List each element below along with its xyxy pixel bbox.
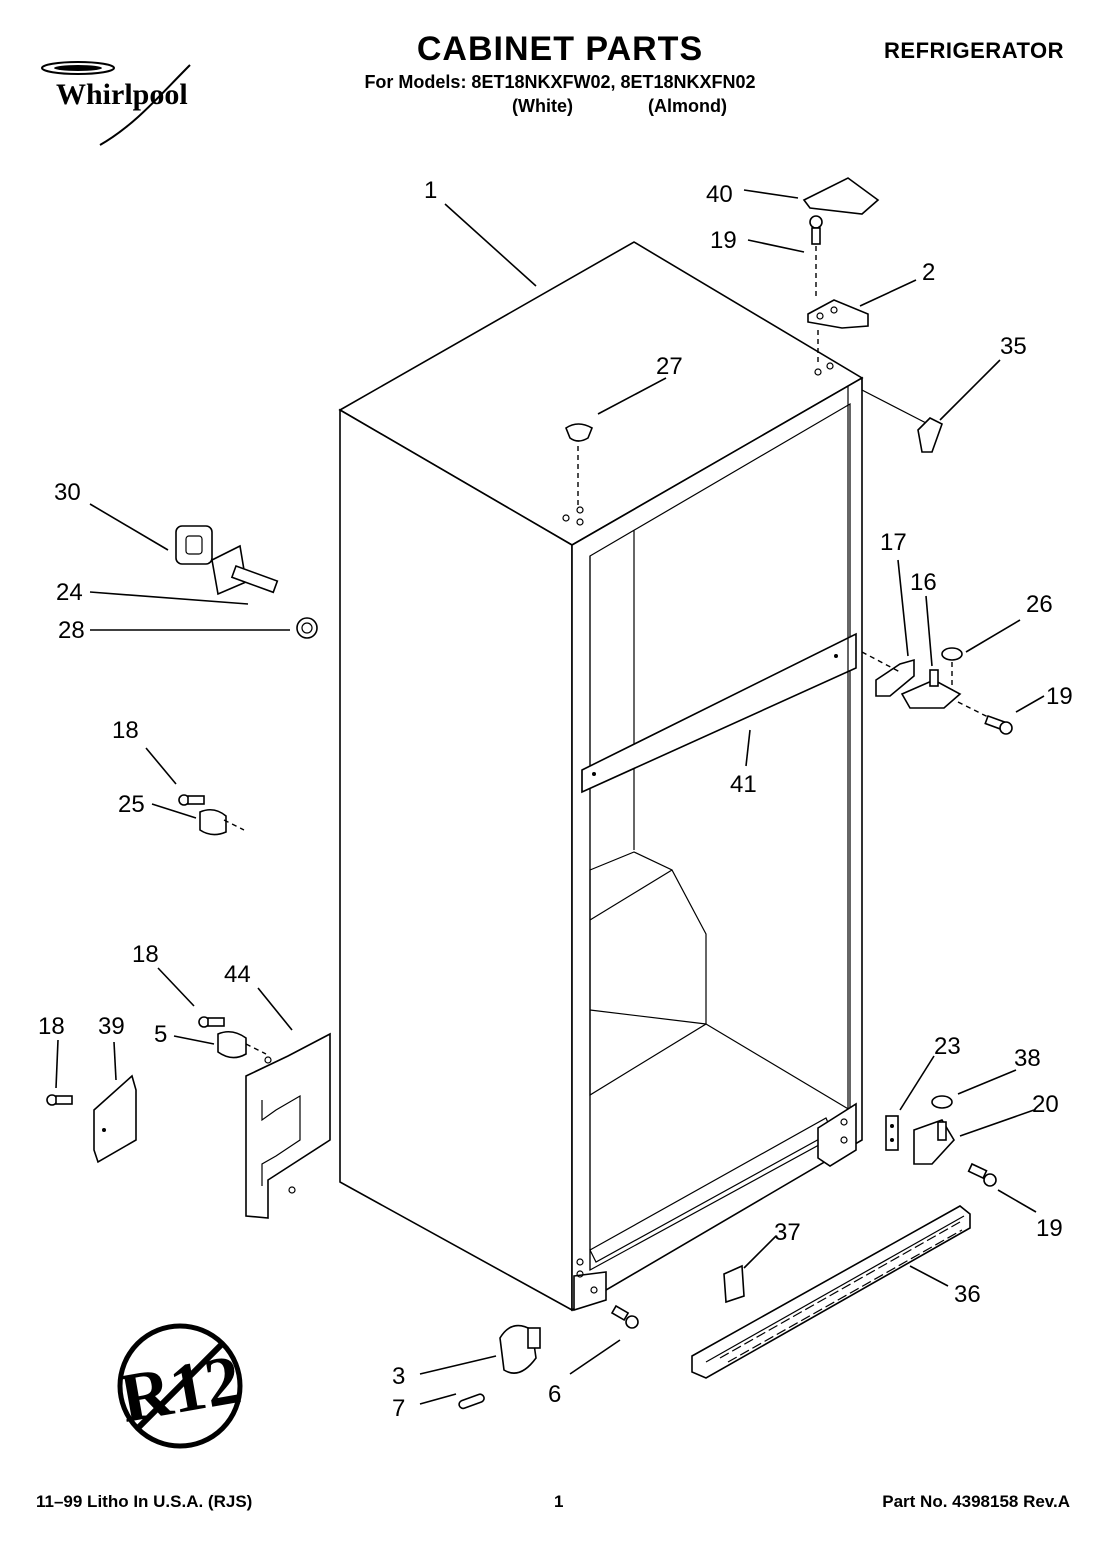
models-line: For Models: 8ET18NKXFW02, 8ET18NKXFN02 <box>364 72 756 92</box>
callout: 18 <box>38 1013 65 1040</box>
toe-grille <box>691 1205 971 1379</box>
callout: 6 <box>548 1381 561 1408</box>
callout: 38 <box>1014 1045 1041 1072</box>
no-r12-symbol: R12 <box>115 1323 247 1449</box>
bottom-hinge <box>499 1324 541 1374</box>
top-hinge <box>807 299 869 329</box>
screw-far-left <box>46 1094 73 1106</box>
callout: 30 <box>54 479 81 506</box>
lower-hinge <box>913 1119 955 1165</box>
brand-logo: Whirlpool <box>40 60 230 150</box>
callout: 20 <box>1032 1091 1059 1118</box>
callout-numbers: 1 40 19 2 35 27 30 24 28 17 16 26 19 18 … <box>38 177 1073 1422</box>
callout: 18 <box>112 717 139 744</box>
cabinet-front <box>571 376 863 1312</box>
hinge-shim <box>875 658 915 697</box>
center-hinge <box>900 679 962 709</box>
callout: 41 <box>730 771 757 798</box>
brand-name: Whirlpool <box>56 78 188 111</box>
callout: 3 <box>392 1363 405 1390</box>
washer <box>941 647 963 661</box>
grille-clip <box>723 1264 745 1304</box>
screw-bottom <box>610 1304 639 1329</box>
callout: 40 <box>706 181 733 208</box>
clip-lower <box>217 1030 247 1059</box>
page-title: CABINET PARTS <box>416 30 704 68</box>
variant-white: (White) <box>512 96 573 116</box>
variant-almond: (Almond) <box>648 96 727 116</box>
access-cover <box>93 1074 137 1164</box>
nut <box>296 617 318 639</box>
callout: 44 <box>224 961 251 988</box>
grommet <box>175 525 213 565</box>
callout: 37 <box>774 1219 801 1246</box>
cabinet-side <box>339 408 573 1312</box>
clip <box>199 808 227 836</box>
screw-lower-right <box>967 1162 997 1187</box>
footer-litho: 11–99 Litho In U.S.A. (RJS) <box>36 1492 253 1511</box>
callout: 18 <box>132 941 159 968</box>
hinge-pin-cover <box>917 417 943 453</box>
plug-button <box>565 423 594 442</box>
cabinet-assembly <box>338 241 929 1312</box>
callout: 19 <box>1036 1215 1063 1242</box>
callout: 17 <box>880 529 907 556</box>
bracket <box>245 1032 331 1219</box>
footer-page-number: 1 <box>554 1492 564 1511</box>
callout: 19 <box>710 227 737 254</box>
screw-upper-left <box>178 794 205 806</box>
callout: 23 <box>934 1033 961 1060</box>
lower-shim <box>885 1115 899 1151</box>
callout: 35 <box>1000 333 1027 360</box>
leader-lines <box>55 189 1045 1405</box>
lower-washer <box>931 1095 953 1109</box>
callout: 25 <box>118 791 145 818</box>
callout: 28 <box>58 617 85 644</box>
appliance-category: REFRIGERATOR <box>884 38 1064 63</box>
callout: 24 <box>56 579 83 606</box>
callout: 16 <box>910 569 937 596</box>
hinge-cap <box>802 177 880 215</box>
callout: 26 <box>1026 591 1053 618</box>
screw-top <box>809 215 823 245</box>
callout: 36 <box>954 1281 981 1308</box>
callout: 19 <box>1046 683 1073 710</box>
screw-lower-left <box>198 1016 225 1028</box>
callout: 5 <box>154 1021 167 1048</box>
callout: 7 <box>392 1395 405 1422</box>
callout: 27 <box>656 353 683 380</box>
callout: 2 <box>922 259 935 286</box>
callout: 39 <box>98 1013 125 1040</box>
callout: 1 <box>424 177 437 204</box>
footer-part-number: Part No. 4398158 Rev.A <box>882 1492 1070 1511</box>
screw-center <box>984 714 1013 735</box>
hinge-pin <box>458 1393 485 1410</box>
